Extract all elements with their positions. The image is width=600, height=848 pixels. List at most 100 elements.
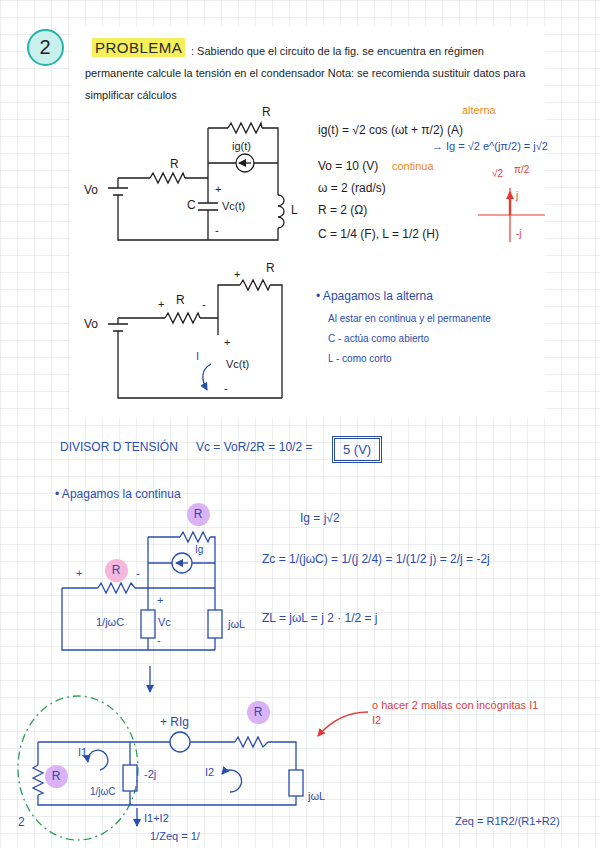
- circuit-original: [108, 123, 284, 240]
- note-text: +: [234, 268, 240, 281]
- note-text: -: [215, 224, 219, 237]
- note-text: C = 1/4 (F), L = 1/2 (H): [318, 228, 439, 242]
- result-box: 5 (V): [332, 436, 382, 463]
- note-text: : Sabiendo que el circuito de la fig. se…: [85, 40, 540, 106]
- capacitor-impedance: [141, 610, 155, 638]
- note-text: DIVISOR D TENSIÓN: [60, 441, 178, 455]
- note-text: Vc(t): [222, 200, 245, 213]
- note-text: Vo: [84, 318, 98, 332]
- voltage-source-symbol: [170, 732, 190, 752]
- note-text: R: [170, 158, 179, 172]
- node-text: 2: [39, 36, 50, 59]
- resistor-symbol: [180, 532, 210, 542]
- resistor-symbol: [165, 313, 200, 323]
- note-text: √2: [492, 168, 503, 180]
- note-text: Vc(t): [226, 358, 249, 371]
- problem-heading: PROBLEMA: [92, 38, 185, 57]
- note-text: • Apagamos la alterna: [316, 290, 433, 304]
- circled-resistor: R: [247, 701, 270, 724]
- resistor-symbol: [235, 737, 268, 747]
- imaginary-axis: [509, 188, 510, 242]
- current-source-symbol: [236, 154, 254, 172]
- inductor-impedance: [289, 770, 303, 796]
- resistor-symbol: [240, 280, 270, 290]
- node-text: PROBLEMA: [95, 39, 182, 56]
- node-text: 5 (V): [343, 442, 371, 457]
- resistor-symbol: [228, 123, 262, 133]
- note-text: -2j: [144, 768, 156, 781]
- note-arrow: [318, 712, 368, 736]
- phasor-arrow: [509, 192, 511, 215]
- note-text: -j: [516, 228, 522, 240]
- mesh-current-arrow: [88, 750, 108, 770]
- note-text: C: [187, 199, 196, 213]
- note-text: ZL = jωL = j 2 · 1/2 = j: [262, 612, 378, 626]
- note-text: Vc = VoR/2R = 10/2 =: [196, 441, 312, 455]
- current-source-symbol: [172, 553, 192, 573]
- wire: [148, 562, 215, 563]
- note-text: ig(t): [232, 140, 251, 153]
- circled-resistor: R: [105, 559, 128, 582]
- wire: [118, 285, 282, 398]
- mesh-current-arrow: [222, 770, 241, 792]
- note-text: +: [76, 567, 82, 580]
- note-text: Vo = 10 (V): [318, 160, 378, 174]
- note-text: π/2: [514, 164, 529, 176]
- note-text: 2: [18, 816, 25, 830]
- circuit-ac: [62, 532, 222, 692]
- note-text: Zeq = R1R2/(R1+R2): [455, 815, 560, 828]
- note-text: ω = 2 (rad/s): [318, 182, 386, 196]
- note-text: 1/jωC: [90, 786, 116, 798]
- note-text: 1/jωC: [96, 616, 124, 629]
- current-arrow: [136, 808, 137, 826]
- note-text: + RIg: [160, 716, 189, 730]
- phasor-sketch: [478, 188, 545, 242]
- circled-resistor: R: [187, 503, 210, 526]
- wire: [108, 178, 278, 240]
- note-text: C - actúa como abierto: [328, 333, 429, 345]
- node-text: R: [194, 507, 203, 521]
- wire: [118, 177, 208, 178]
- wire: [148, 537, 215, 650]
- note-text: → Ig = √2 e^(jπ/2) = j√2: [432, 140, 548, 153]
- wire: [38, 742, 296, 805]
- current-arrow: [203, 364, 211, 390]
- note-text: +: [157, 594, 163, 607]
- note-text: Ig = j√2: [300, 512, 340, 526]
- wire: [129, 742, 130, 805]
- pasted-panel: [70, 26, 545, 418]
- note-text: -: [136, 567, 140, 580]
- grouping-ellipse: [18, 696, 138, 840]
- resistor-symbol: [98, 583, 135, 593]
- note-text: R: [262, 106, 271, 120]
- problem-number: 2: [27, 29, 64, 66]
- note-text: R: [176, 294, 185, 308]
- note-text: jωL: [228, 618, 245, 631]
- circled-resistor: R: [45, 765, 68, 788]
- note-text: 1/Zeq = 1/: [150, 830, 200, 843]
- note-text: R: [266, 262, 275, 276]
- inductor-symbol: [278, 195, 284, 228]
- note-text: o hacer 2 mallas con incógnitas I1 I2: [372, 698, 542, 728]
- source-arrow: [239, 162, 251, 163]
- note-text: -: [224, 382, 228, 395]
- node-text: R: [112, 563, 121, 577]
- wire: [208, 128, 278, 195]
- node-text: R: [52, 769, 61, 783]
- note-text: +: [224, 336, 230, 349]
- wire: [147, 537, 148, 650]
- note-text: Vo: [84, 184, 98, 198]
- circuit-dc: [108, 280, 282, 398]
- real-axis: [478, 214, 545, 215]
- note-text: jωL: [308, 790, 325, 803]
- note-text: Al estar en continua y el permanente: [328, 313, 491, 325]
- note-text: Vc: [158, 616, 171, 629]
- note-text: -: [202, 298, 206, 311]
- wire: [62, 588, 215, 650]
- note-text: alterna: [462, 104, 496, 117]
- note-text: • Apagamos la continua: [55, 488, 181, 502]
- note-text: I2: [205, 766, 214, 779]
- note-text: R = 2 (Ω): [318, 204, 367, 218]
